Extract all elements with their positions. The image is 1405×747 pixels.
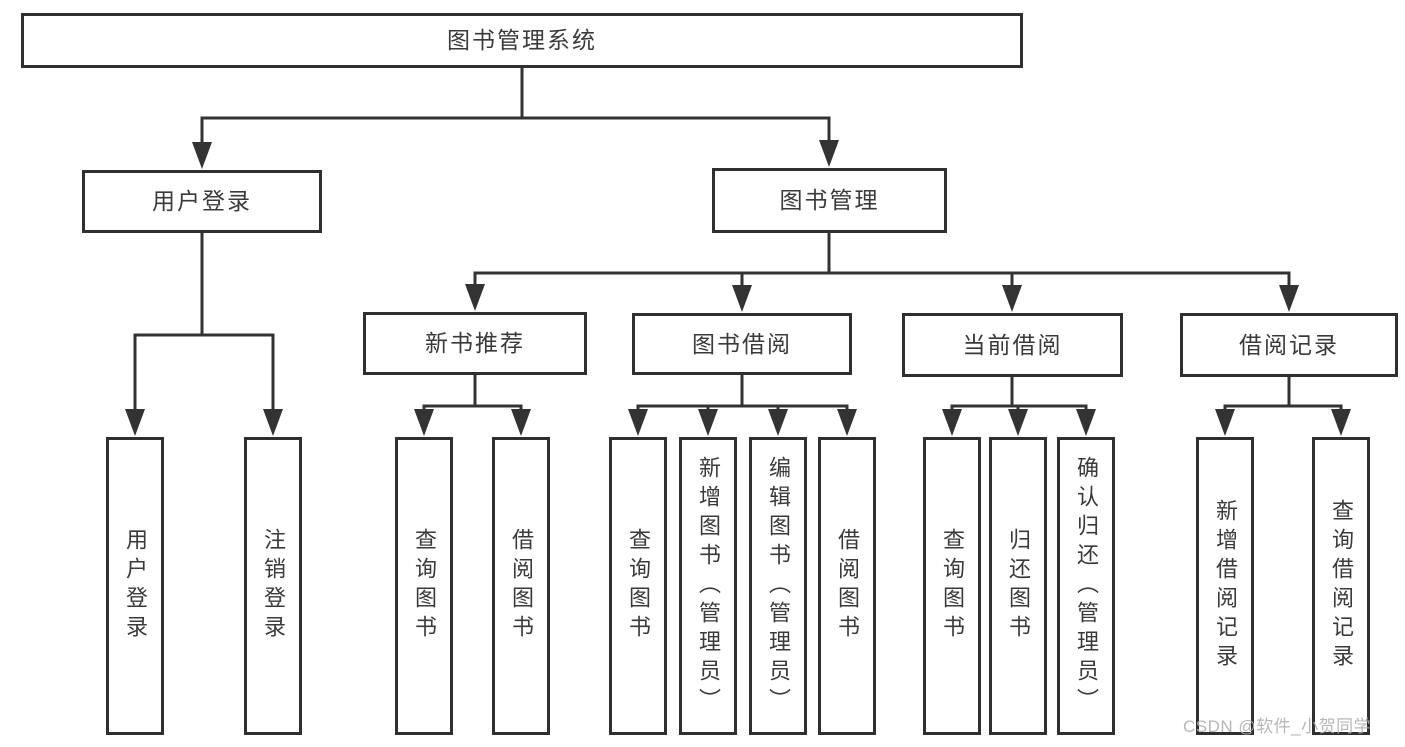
arrowhead-icon [1008, 409, 1028, 436]
node-label: 查询图书 [626, 528, 651, 644]
arrowhead-icon [465, 284, 485, 311]
arrowhead-icon [628, 409, 648, 436]
node-user-login: 用户登录 [82, 170, 322, 233]
connector-path [200, 65, 831, 148]
arrowhead-icon [1331, 409, 1351, 436]
node-label: 新增图书（管理员） [696, 455, 721, 717]
node-leaf-confirm-return: 确认归还（管理员） [1057, 437, 1115, 735]
node-label: 用户登录 [152, 188, 252, 214]
node-new-book-recommend: 新书推荐 [363, 312, 587, 375]
watermark: CSDN @软件_小贺同学 [1183, 717, 1372, 736]
node-label: 借阅图书 [509, 528, 534, 644]
arrowhead-icon [768, 409, 788, 436]
arrowhead-icon [942, 409, 962, 436]
node-label: 查询图书 [412, 528, 437, 644]
node-leaf-query-books-1: 查询图书 [395, 437, 453, 735]
node-system-root: 图书管理系统 [21, 13, 1023, 68]
node-label: 图书管理系统 [447, 27, 597, 53]
node-leaf-borrow-books-2: 借阅图书 [818, 437, 876, 735]
node-label: 图书管理 [779, 187, 880, 213]
connector-path [133, 231, 275, 415]
node-label: 确认归还（管理员） [1074, 455, 1099, 717]
arrowhead-icon [414, 409, 434, 436]
arrowhead-icon [192, 142, 212, 169]
connector-current-to-leaves [942, 375, 1096, 436]
node-label: 图书借阅 [692, 330, 792, 357]
node-leaf-query-books-2: 查询图书 [609, 437, 667, 735]
node-leaf-logout: 注销登录 [244, 437, 302, 735]
connector-path [1223, 375, 1343, 415]
node-label: 当前借阅 [962, 331, 1063, 358]
arrowhead-icon [732, 285, 752, 312]
arrowhead-icon [819, 140, 839, 167]
node-label: 查询图书 [940, 528, 965, 644]
node-label: 注销登录 [261, 528, 286, 644]
connector-records-to-leaves [1215, 375, 1351, 436]
arrowhead-icon [1215, 409, 1235, 436]
connector-path [950, 375, 1088, 415]
connector-userlogin-to-leaves [125, 231, 283, 436]
connector-path [636, 373, 849, 415]
node-label: 新书推荐 [425, 330, 525, 356]
node-current-borrowing: 当前借阅 [902, 313, 1123, 377]
connector-path [422, 373, 523, 415]
node-label: 归还图书 [1006, 528, 1031, 644]
connector-bookmgmt-to-level3 [465, 231, 1299, 312]
node-book-borrowing: 图书借阅 [632, 313, 852, 375]
connector-borrowing-to-leaves [628, 373, 857, 436]
arrowhead-icon [125, 409, 145, 436]
node-leaf-return-books: 归还图书 [989, 437, 1047, 735]
node-leaf-query-borrow-record: 查询借阅记录 [1312, 437, 1370, 735]
arrowhead-icon [1076, 409, 1096, 436]
connector-path [473, 231, 1291, 291]
arrowhead-icon [1279, 285, 1299, 312]
node-label: 用户登录 [123, 528, 148, 644]
arrowhead-icon [511, 409, 531, 436]
arrowhead-icon [837, 409, 857, 436]
node-leaf-add-book-admin: 新增图书（管理员） [679, 437, 737, 735]
connector-newbook-to-leaves [414, 373, 531, 436]
node-leaf-user-login: 用户登录 [106, 437, 164, 735]
node-leaf-query-books-3: 查询图书 [923, 437, 981, 735]
node-borrowing-records: 借阅记录 [1180, 313, 1398, 377]
arrowhead-icon [263, 409, 283, 436]
connector-root-to-level2 [192, 65, 839, 169]
node-book-management: 图书管理 [712, 168, 947, 233]
node-leaf-add-borrow-record: 新增借阅记录 [1196, 437, 1254, 735]
node-label: 借阅图书 [835, 528, 860, 644]
node-leaf-borrow-books-1: 借阅图书 [492, 437, 550, 735]
node-label: 查询借阅记录 [1329, 499, 1354, 673]
node-leaf-edit-book-admin: 编辑图书（管理员） [749, 437, 807, 735]
arrowhead-icon [1002, 285, 1022, 312]
node-label: 借阅记录 [1239, 331, 1339, 358]
node-label: 编辑图书（管理员） [766, 455, 791, 717]
arrowhead-icon [698, 409, 718, 436]
node-label: 新增借阅记录 [1213, 499, 1238, 673]
